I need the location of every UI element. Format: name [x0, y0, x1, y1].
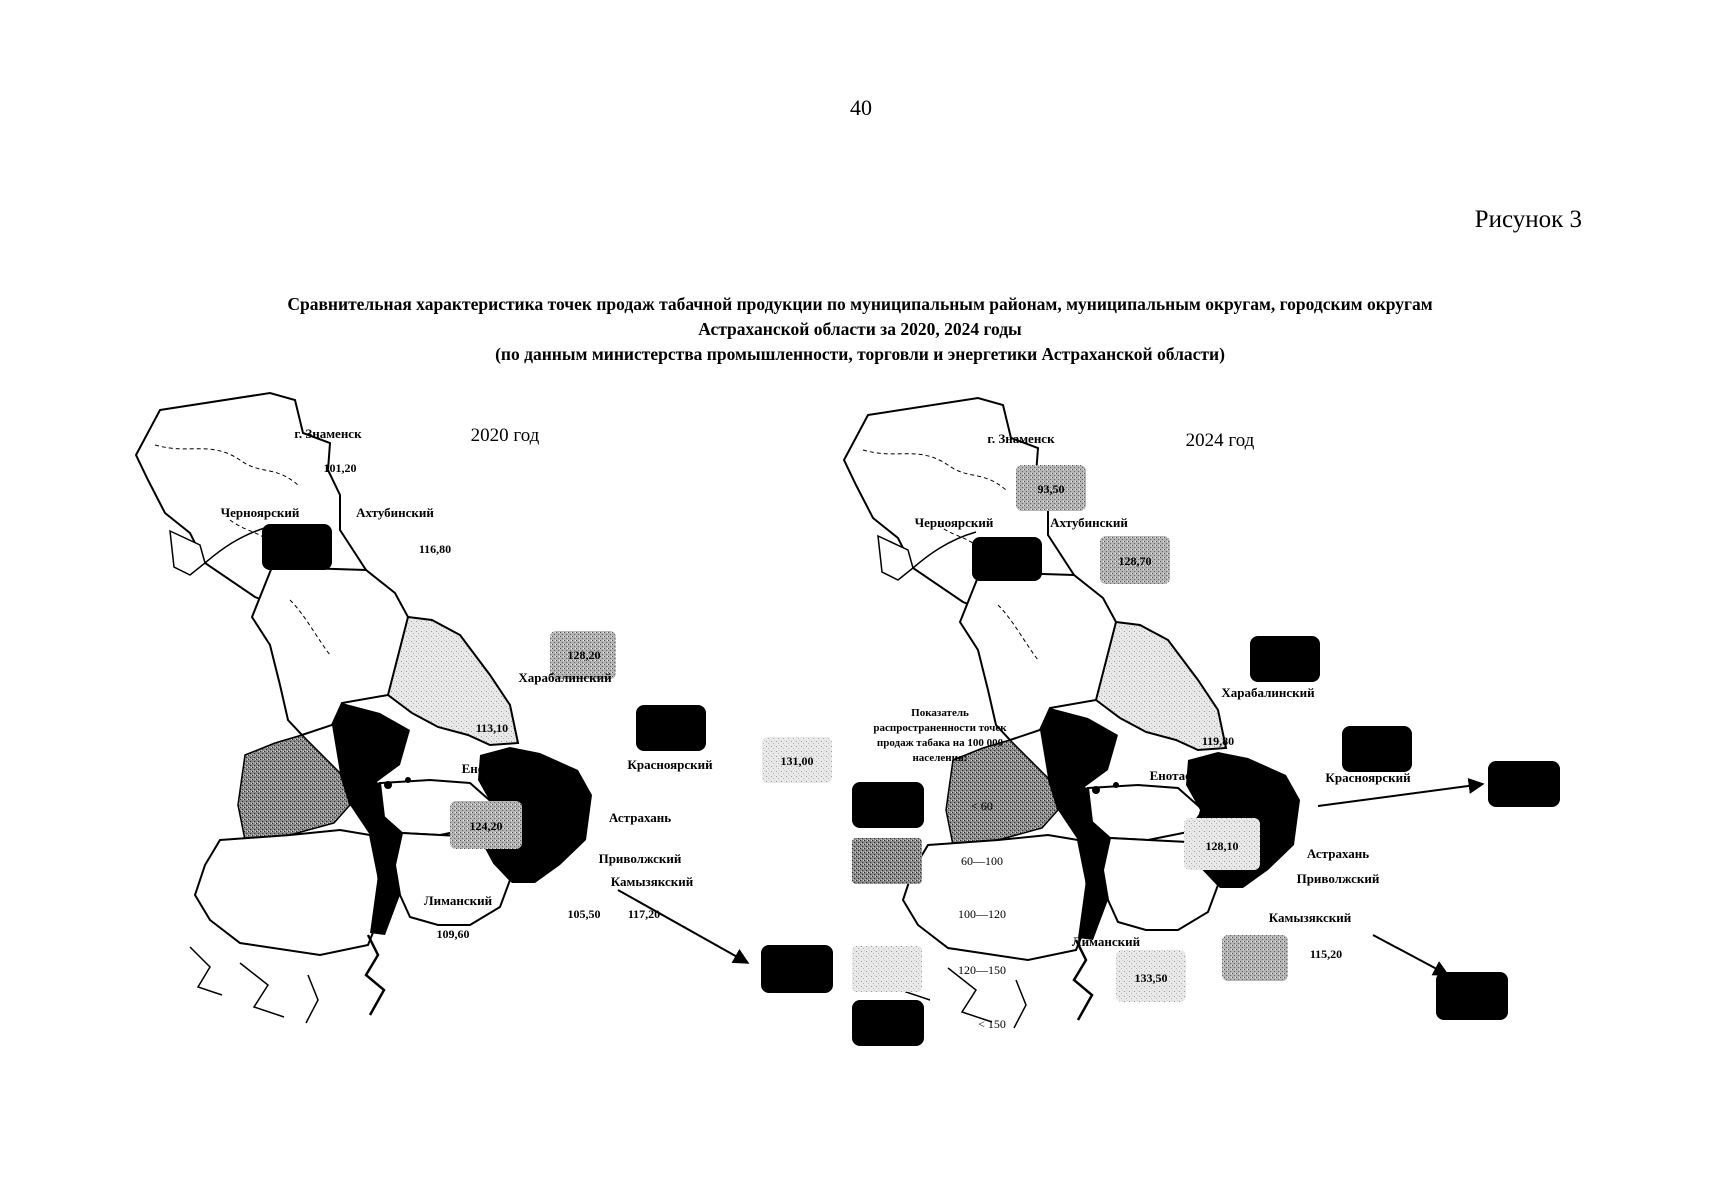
- value-akhtubinsky-2024: 128,70: [1119, 554, 1152, 568]
- ikryaninsky-marker-2024: [1222, 935, 1288, 981]
- title-line-1: Сравнительная характеристика точек прода…: [287, 294, 1433, 314]
- akhtubinsky-marker-2024: [1100, 536, 1170, 584]
- value-narimanovsky-2020: 124,20: [470, 819, 503, 833]
- legend-label-gt150: < 150: [978, 1017, 1006, 1031]
- kharabali-marker-2024: [1250, 636, 1320, 682]
- label-kharabali-2020: Харабалинский: [518, 670, 612, 685]
- label-krasnoyarsky-2024: Красноярский: [1325, 770, 1411, 785]
- label-privolzhsky-2020: Приволжский: [599, 851, 682, 866]
- label-enotaevsky-2020: Енотаевский: [462, 761, 539, 776]
- arrow-2024-top: [1317, 777, 1485, 807]
- map-2024: 2024 год г. Знаменск 93,50 Черноярский А…: [842, 396, 1560, 1030]
- value-enotaevsky-2020: 113,10: [476, 721, 508, 735]
- legend-swatch-60-100: [852, 838, 922, 884]
- legend-title-2: распространенности точек: [873, 722, 1007, 734]
- label-krasnoyarsky-2020: Красноярский: [627, 757, 713, 772]
- label-znamensk-2024: г. Знаменск: [987, 431, 1055, 446]
- legend-swatch-gt150: [852, 1000, 924, 1046]
- chernoyarsky-marker-2020: [262, 524, 332, 570]
- label-kamyzyak-2024: Камызякский: [1269, 910, 1352, 925]
- legend: Показатель распространенности точек прод…: [852, 707, 1007, 1046]
- legend-label-60-100: 60—100: [961, 854, 1003, 868]
- legend-swatch-lt60: [852, 782, 924, 828]
- label-enotaevsky-2024: Енотаевский: [1150, 768, 1227, 783]
- value-znamensk-2020: 101,20: [324, 461, 357, 475]
- legend-swatch-120-150: [852, 946, 922, 992]
- chernoyarsky-marker-2024: [972, 537, 1042, 581]
- label-akhtubinsky-2024: Ахтубинский: [1050, 515, 1128, 530]
- narimanovsky-marker-2024: [1184, 818, 1260, 870]
- figure-title: Сравнительная характеристика точек прода…: [150, 292, 1570, 367]
- value-kamyzyak-2024: 115,20: [1310, 947, 1342, 961]
- title-line-3: (по данным министерства промышленности, …: [495, 344, 1225, 364]
- kharabali-marker-2020: [550, 631, 616, 679]
- label-znamensk-2020: г. Знаменск: [294, 426, 362, 441]
- outside-marker-2020: [761, 945, 833, 993]
- label-chernoyarsky-2020: Черноярский: [221, 505, 300, 520]
- label-akhtubinsky-2020: Ахтубинский: [356, 505, 434, 520]
- znamensk-marker-2024: [1016, 465, 1086, 511]
- label-liman-2020: Лиманский: [424, 893, 493, 908]
- label-kamyzyak-2020: Камызякский: [611, 874, 694, 889]
- title-line-2: Астраханской области за 2020, 2024 годы: [698, 319, 1022, 339]
- value-akhtubinsky-2020: 116,80: [419, 542, 451, 556]
- label-chernoyarsky-2024: Черноярский: [915, 515, 994, 530]
- volodarsky-marker-2020: [762, 737, 832, 783]
- arrow-2020: [617, 889, 750, 964]
- value-znamensk-2024: 93,50: [1038, 482, 1065, 496]
- arrow-2024-bottom: [1372, 934, 1450, 976]
- legend-label-120-150: 120—150: [958, 963, 1006, 977]
- value-kamyzyak-2020: 117,20: [628, 907, 660, 921]
- value-liman-2020: 109,60: [437, 927, 470, 941]
- krasnoyarsky-marker-2020: [636, 705, 706, 751]
- value-enotaevsky-2024: 119,80: [1202, 734, 1234, 748]
- label-liman-2024: Лиманский: [1072, 934, 1141, 949]
- value-kharabali-2020: 128,20: [568, 648, 601, 662]
- legend-label-100-120: 100—120: [958, 907, 1006, 921]
- liman-marker-2024: [1116, 950, 1186, 1002]
- value-ikryaninsky-2020: 105,50: [568, 907, 601, 921]
- page-number: 40: [850, 95, 872, 120]
- label-privolzhsky-2024: Приволжский: [1297, 871, 1380, 886]
- label-astrakhan-2024: Астрахань: [1307, 846, 1369, 861]
- legend-title-3: продаж табака на 100 000: [877, 737, 1004, 749]
- value-volodarsky-2020: 131,00: [781, 754, 814, 768]
- year-label-2024: 2024 год: [1186, 430, 1255, 451]
- narimanovsky-marker-2020: [450, 801, 522, 849]
- legend-label-lt60: < 60: [971, 799, 993, 813]
- label-astrakhan-2020: Астрахань: [609, 810, 671, 825]
- outside-marker-2024: [1436, 972, 1508, 1020]
- volodarsky-marker-2024: [1488, 761, 1560, 807]
- figure-label: Рисунок 3: [1474, 206, 1582, 233]
- label-kharabali-2024: Харабалинский: [1221, 685, 1315, 700]
- legend-title-4: населения:: [912, 752, 967, 764]
- value-narimanovsky-2024: 128,10: [1206, 839, 1239, 853]
- value-liman-2024: 133,50: [1135, 971, 1168, 985]
- legend-title-1: Показатель: [911, 707, 969, 719]
- krasnoyarsky-marker-2024: [1342, 726, 1412, 772]
- year-label-2020: 2020 год: [471, 425, 540, 446]
- map-2020: 2020 год г. Знаменск 101,20 Черноярский …: [134, 391, 833, 1025]
